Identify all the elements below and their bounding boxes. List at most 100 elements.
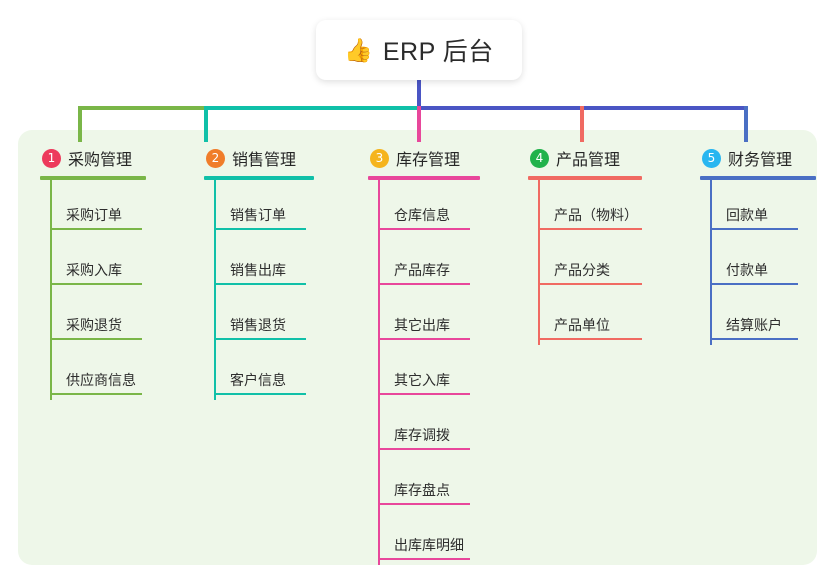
category-items: 仓库信息产品库存其它出库其它入库库存调拨库存盘点出库库明细 [378,180,478,565]
category-items: 回款单付款单结算账户 [710,180,804,345]
leaf-node[interactable]: 产品库存 [378,235,478,290]
leaf-node[interactable]: 销售订单 [214,180,312,235]
leaf-node[interactable]: 采购订单 [50,180,150,235]
drop-connector-2 [204,106,208,142]
leaf-node[interactable]: 产品分类 [538,235,642,290]
hbar-segment-green [78,106,206,110]
leaf-label: 采购退货 [66,317,122,333]
category-title: 产品管理 [556,152,621,169]
leaf-node[interactable]: 产品（物料） [538,180,642,235]
leaf-underline [50,283,142,285]
leaf-node[interactable]: 其它入库 [378,345,478,400]
leaf-node[interactable]: 销售出库 [214,235,312,290]
drop-connector-3 [417,106,421,142]
leaf-node[interactable]: 供应商信息 [50,345,150,400]
category-items: 销售订单销售出库销售退货客户信息 [214,180,312,400]
category-column-3: 3 库存管理仓库信息产品库存其它出库其它入库库存调拨库存盘点出库库明细 [368,146,480,565]
leaf-underline [214,228,306,230]
category-column-5: 5 财务管理回款单付款单结算账户 [700,146,816,345]
branch-spine [214,180,216,400]
category-header-5[interactable]: 5 财务管理 [700,146,804,170]
leaf-underline [378,503,470,505]
category-items: 采购订单采购入库采购退货供应商信息 [50,180,150,400]
branch-spine [378,180,380,565]
leaf-underline [50,338,142,340]
drop-connector-4 [580,106,584,142]
hbar-segment-teal [204,106,419,110]
category-column-1: 1 采购管理采购订单采购入库采购退货供应商信息 [40,146,150,400]
category-number-badge: 4 [530,148,549,168]
leaf-underline [378,283,470,285]
leaf-label: 销售订单 [230,207,286,223]
category-title: 财务管理 [728,152,793,169]
leaf-node[interactable]: 采购退货 [50,290,150,345]
category-number-badge: 1 [42,148,61,168]
leaf-underline [538,283,642,285]
leaf-node[interactable]: 客户信息 [214,345,312,400]
leaf-label: 客户信息 [230,372,286,388]
leaf-underline [378,393,470,395]
category-underline [528,176,642,180]
leaf-node[interactable]: 采购入库 [50,235,150,290]
category-underline [40,176,146,180]
leaf-node[interactable]: 销售退货 [214,290,312,345]
leaf-label: 销售退货 [230,317,286,333]
leaf-underline [538,338,642,340]
root-stem-connector [417,78,421,108]
leaf-node[interactable]: 出库库明细 [378,510,478,565]
drop-connector-5 [744,106,748,142]
leaf-label: 采购入库 [66,262,122,278]
leaf-underline [710,228,798,230]
leaf-label: 库存调拨 [394,427,450,443]
leaf-node[interactable]: 其它出库 [378,290,478,345]
category-number-badge: 3 [370,148,389,168]
drop-connector-1 [78,106,82,142]
category-title: 采购管理 [68,152,133,169]
leaf-node[interactable]: 仓库信息 [378,180,478,235]
leaf-underline [214,283,306,285]
category-header-1[interactable]: 1 采购管理 [40,146,150,170]
leaf-underline [214,338,306,340]
category-items: 产品（物料） 产品分类产品单位 [538,180,642,345]
category-underline [368,176,480,180]
leaf-label: 产品（物料） [554,207,638,223]
leaf-node[interactable]: 产品单位 [538,290,642,345]
leaf-underline [710,283,798,285]
thumbs-up-icon: 👍 [344,36,373,63]
leaf-underline [378,338,470,340]
leaf-node[interactable]: 回款单 [710,180,804,235]
leaf-label: 仓库信息 [394,207,450,223]
leaf-label: 产品分类 [554,262,610,278]
category-title: 库存管理 [396,152,461,169]
root-title: ERP 后台 [382,38,494,66]
branch-spine [50,180,52,400]
leaf-node[interactable]: 库存盘点 [378,455,478,510]
category-number-badge: 2 [206,148,225,168]
leaf-label: 其它入库 [394,372,450,388]
leaf-label: 供应商信息 [66,372,136,388]
leaf-node[interactable]: 结算账户 [710,290,804,345]
leaf-label: 销售出库 [230,262,286,278]
category-header-4[interactable]: 4 产品管理 [528,146,642,170]
leaf-underline [50,393,142,395]
leaf-underline [214,393,306,395]
leaf-label: 出库库明细 [394,537,464,553]
leaf-label: 回款单 [726,207,768,223]
branch-spine [538,180,540,345]
category-number-badge: 5 [702,148,721,168]
root-node[interactable]: 👍 ERP 后台 [316,20,522,80]
leaf-underline [50,228,142,230]
leaf-label: 付款单 [726,262,768,278]
leaf-underline [538,228,642,230]
leaf-label: 库存盘点 [394,482,450,498]
leaf-underline [378,448,470,450]
category-header-3[interactable]: 3 库存管理 [368,146,478,170]
leaf-node[interactable]: 付款单 [710,235,804,290]
leaf-node[interactable]: 库存调拨 [378,400,478,455]
leaf-underline [710,338,798,340]
diagram-panel [18,130,817,565]
category-underline [204,176,314,180]
